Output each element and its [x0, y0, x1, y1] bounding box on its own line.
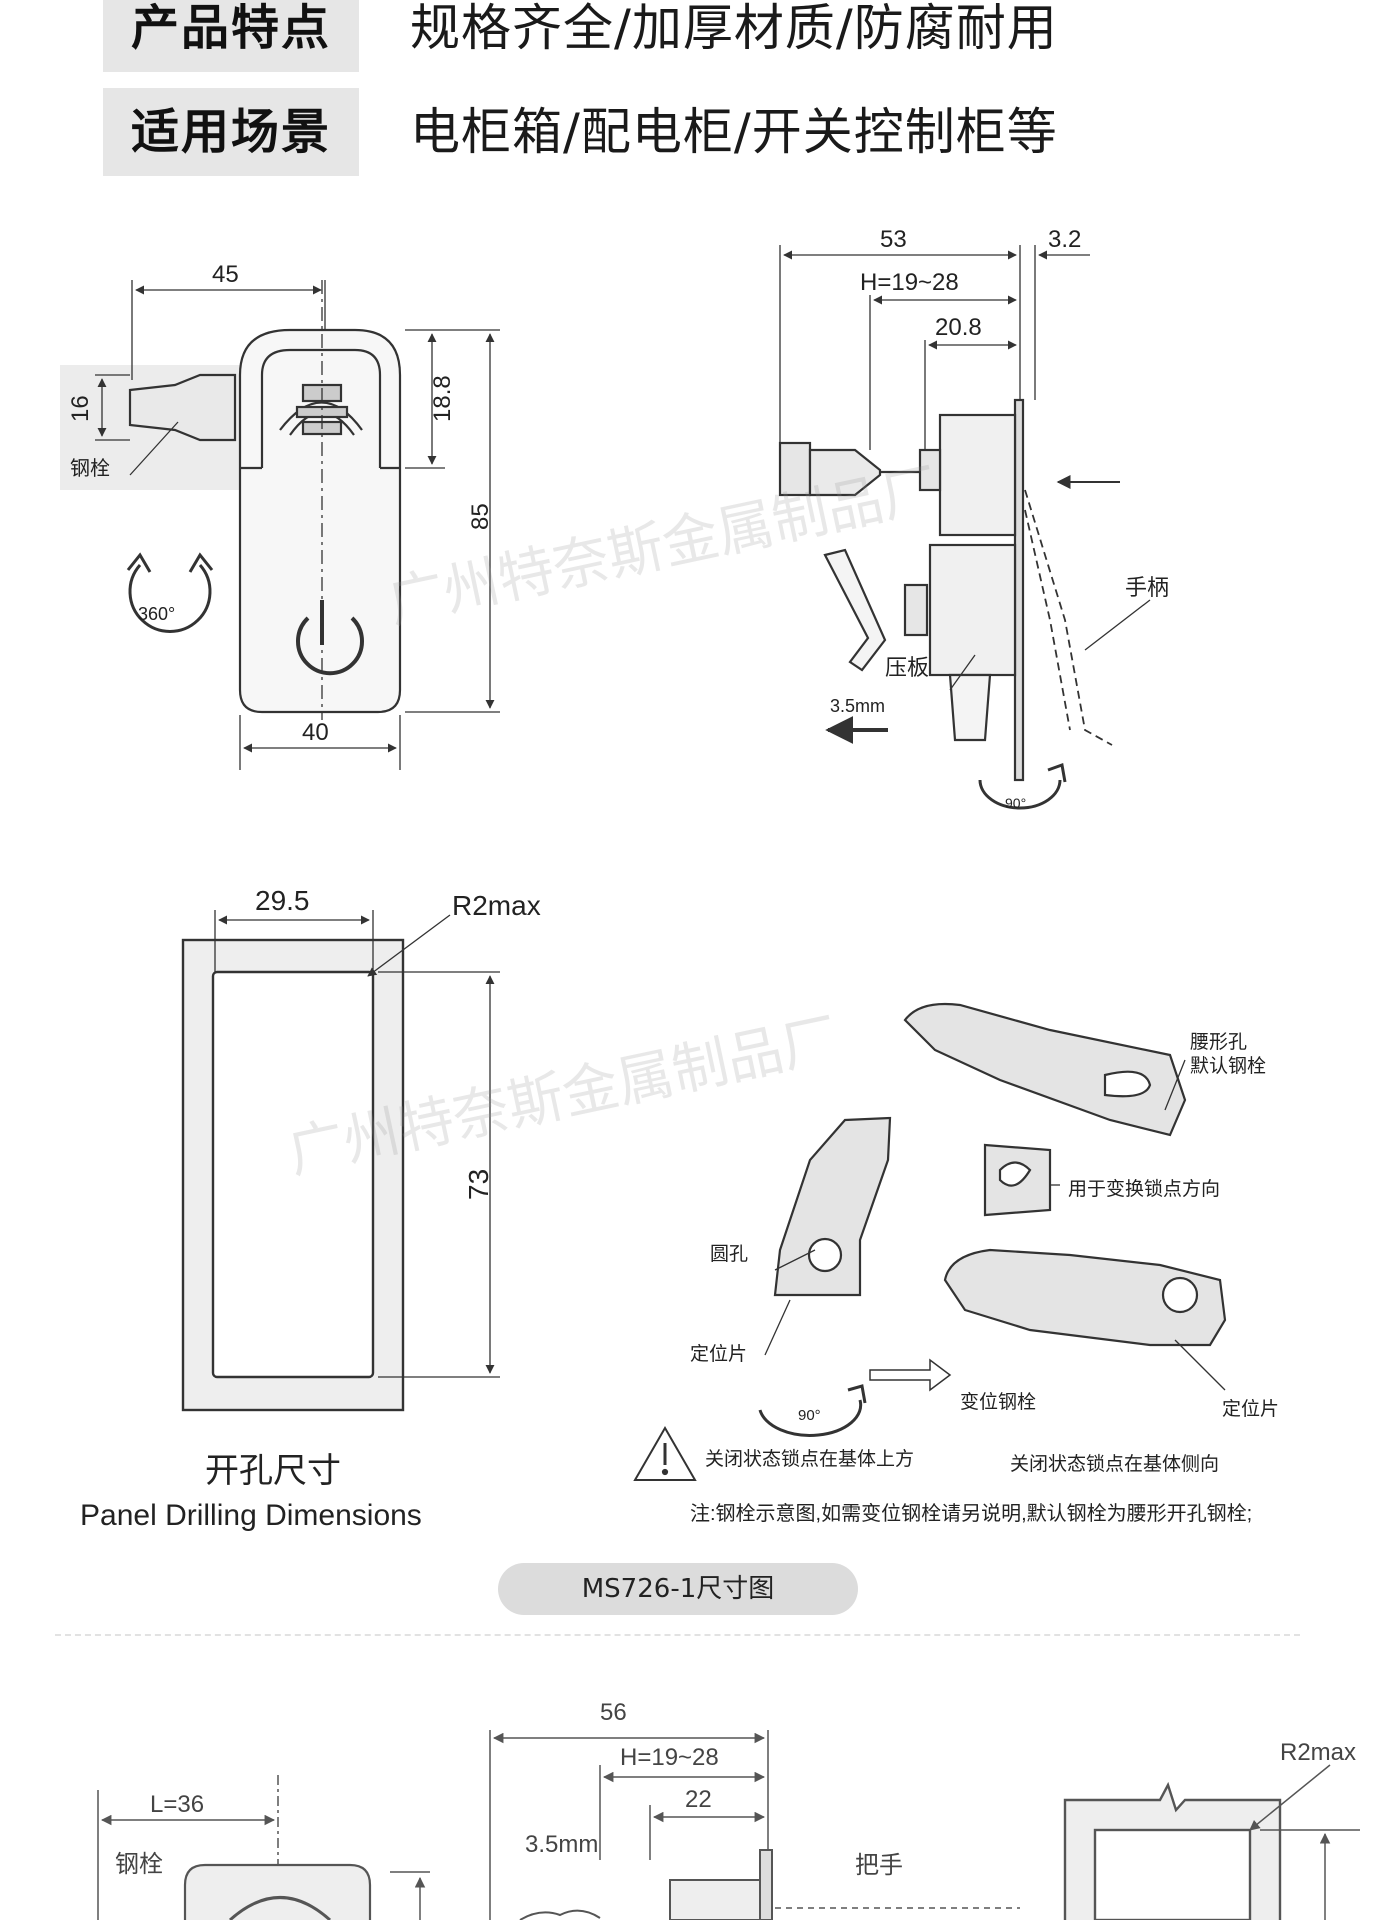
dim-L: L=36 [150, 1791, 204, 1818]
locator-label-left: 定位片 [690, 1343, 747, 1365]
handle-label: 手柄 [1125, 575, 1169, 600]
dim-height: 85 [467, 503, 494, 530]
second-handle-label: 把手 [855, 1852, 903, 1879]
feature-row-specs: 产品特点 规格齐全/加厚材质/防腐耐用 [0, 0, 1399, 74]
dim-width-top: 45 [212, 261, 239, 288]
section-divider [55, 1634, 1300, 1636]
shift-label: 变位钢栓 [960, 1391, 1036, 1413]
second-bolt-label: 钢栓 [115, 1851, 163, 1878]
hole-label: 圆孔 [710, 1243, 748, 1265]
second-drawing: L=36 钢栓 56 H=19~28 22 3.5mm 把手 R2max [97, 1699, 1360, 1920]
side-view [778, 245, 1151, 810]
side-rotation-label: 90° [1005, 795, 1026, 811]
feature-value: 规格齐全/加厚材质/防腐耐用 [410, 0, 1058, 57]
slot-label-2: 默认钢栓 [1190, 1055, 1266, 1077]
feature-value: 电柜箱/配电柜/开关控制柜等 [410, 103, 1058, 161]
plate-label: 压板 [885, 655, 929, 680]
feature-label: 适用场景 [103, 88, 359, 176]
second-dim-body: 22 [685, 1786, 712, 1813]
second-offset-label: 3.5mm [525, 1831, 598, 1858]
slot-label-1: 腰形孔 [1190, 1031, 1247, 1053]
parts-view [633, 1002, 1227, 1481]
parts-rotation-label: 90° [798, 1407, 821, 1424]
cutout-view [181, 910, 500, 1412]
rotation-label: 360° [138, 604, 175, 624]
status-right: 关闭状态锁点在基体侧向 [1010, 1453, 1219, 1475]
cutout-title-cn: 开孔尺寸 [205, 1452, 341, 1490]
side-dim-range: H=19~28 [860, 269, 959, 296]
cutout-dim-radius: R2max [452, 890, 541, 921]
cutout-dim-height: 73 [463, 1169, 494, 1200]
dim-head: 18.8 [429, 375, 456, 422]
parts-note: 注:钢栓示意图,如需变位钢栓请另说明,默认钢栓为腰形开孔钢栓; [690, 1502, 1252, 1525]
cutout-dim-width: 29.5 [255, 885, 310, 916]
technical-drawing: 45 40 85 18.8 16 钢栓 360° [60, 226, 1279, 1532]
drawing-caption: MS726-1尺寸图 [498, 1563, 858, 1615]
dim-bolt: 16 [67, 395, 94, 422]
side-dim-body: 20.8 [935, 314, 982, 341]
second-dim-range: H=19~28 [620, 1744, 719, 1771]
second-dim-radius: R2max [1280, 1739, 1356, 1766]
offset-label: 3.5mm [830, 696, 885, 716]
feature-row-scenarios: 适用场景 电柜箱/配电柜/开关控制柜等 [0, 88, 1399, 178]
side-dim-flange: 3.2 [1048, 226, 1081, 253]
feature-label: 产品特点 [103, 0, 359, 72]
dim-width-bottom: 40 [302, 719, 329, 746]
front-view [60, 280, 500, 770]
side-dim-total: 53 [880, 226, 907, 253]
shim-label: 用于变换锁点方向 [1068, 1178, 1220, 1200]
status-left: 关闭状态锁点在基体上方 [705, 1448, 914, 1470]
bolt-label: 钢栓 [70, 457, 110, 480]
cutout-title-en: Panel Drilling Dimensions [80, 1499, 422, 1532]
second-dim-total: 56 [600, 1699, 627, 1726]
locator-label-right: 定位片 [1222, 1398, 1279, 1420]
